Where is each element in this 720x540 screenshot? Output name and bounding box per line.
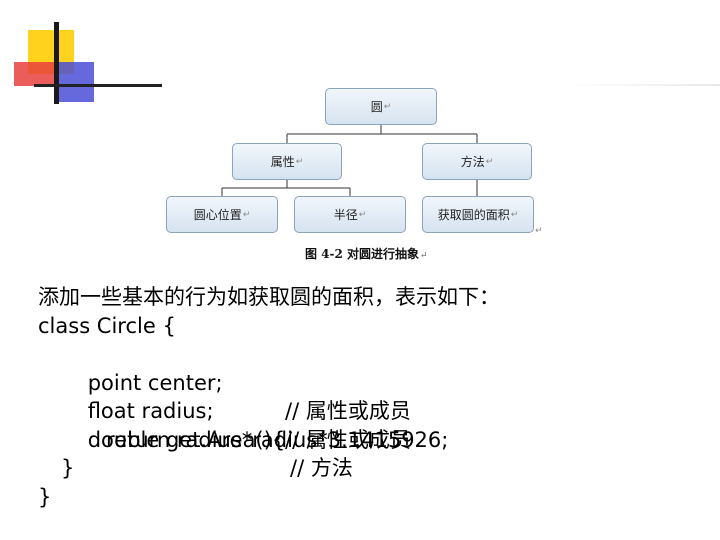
paragraph-mark: ↵ [535, 226, 543, 236]
code-line-method-close: } [61, 456, 75, 480]
circle-abstraction-diagram: 圆↵ 属性↵ 方法↵ 圆心位置↵ 半径↵ 获取圆的面积↵ ↵ 图 4-2 对圆进… [160, 86, 550, 266]
code-method-signature: double get.Area(){ [87, 427, 286, 452]
code-radius-declaration: float radius; [87, 399, 214, 423]
figure-caption: 图 4-2 对圆进行抽象↵ [305, 245, 428, 262]
code-comment-member: // 属性或成员 [285, 399, 411, 423]
paragraph-mark: ↵ [295, 156, 304, 167]
paragraph-mark: ↵ [510, 209, 519, 220]
code-line-radius: float radius; // 属性或成员 [38, 369, 708, 452]
code-line-return: return radius*radius*3.1415926; [106, 427, 449, 452]
code-line-center: point center; // 属性或成员 [38, 340, 708, 424]
paragraph-mark: ↵ [485, 156, 494, 167]
code-comment-member: // 属性或成员 [285, 427, 411, 452]
node-center-label: 圆心位置 [193, 208, 242, 222]
node-attributes-label: 属性 [270, 155, 295, 169]
paragraph-mark: ↵ [383, 101, 392, 112]
node-center-position: 圆心位置↵ [166, 196, 278, 233]
figure-caption-text: 图 4-2 对圆进行抽象 [305, 247, 420, 261]
paragraph-mark: ↵ [242, 209, 251, 220]
paragraph-mark: ↵ [358, 209, 367, 220]
decor-blue-block [58, 62, 94, 102]
node-circle: 圆↵ [325, 88, 437, 125]
node-get-area-label: 获取圆的面积 [437, 208, 510, 222]
intro-line: 添加一些基本的行为如获取圆的面积，表示如下： [38, 285, 500, 309]
decor-red-block [14, 62, 58, 86]
node-attributes: 属性↵ [232, 143, 342, 180]
slide-body-text: 添加一些基本的行为如获取圆的面积，表示如下： class Circle { po… [38, 283, 708, 511]
code-line-class: class Circle { [38, 313, 176, 338]
code-line-method: double get.Area(){ // 方法 [38, 397, 708, 481]
diagram-connectors [221, 125, 478, 196]
node-radius: 半径↵ [294, 196, 406, 233]
node-circle-label: 圆 [370, 100, 383, 114]
code-comment-method: // 方法 [290, 456, 353, 480]
decor-horizontal-line [34, 84, 162, 87]
node-methods-label: 方法 [460, 155, 485, 169]
code-center-declaration: point center; [87, 370, 223, 395]
paragraph-mark: ↵ [420, 251, 428, 261]
decor-vertical-bar [54, 22, 59, 104]
node-methods: 方法↵ [422, 143, 532, 180]
node-radius-label: 半径 [333, 208, 358, 222]
node-get-area: 获取圆的面积↵ [422, 196, 534, 233]
code-line-class-close: } [38, 484, 52, 509]
decor-right-fade-line [560, 84, 720, 86]
